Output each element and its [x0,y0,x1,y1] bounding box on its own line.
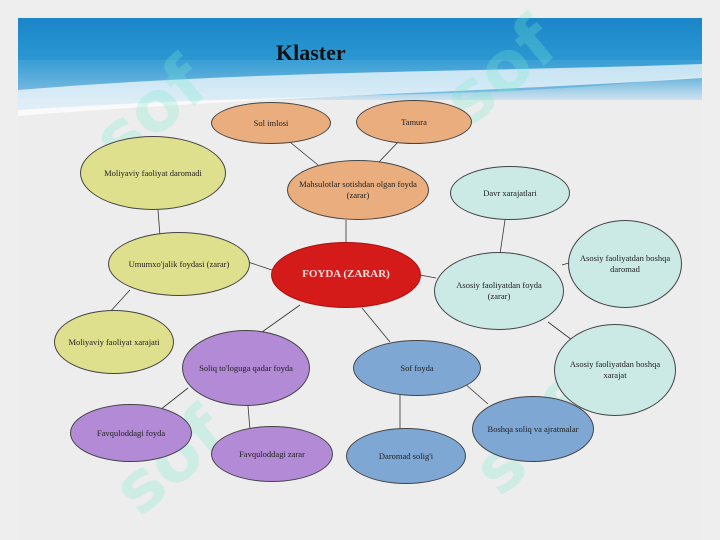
node-asosiy-faoliyatdan-boshqa-xarajat[interactable]: Asosiy faoliyatdan boshqa xarajat [554,324,676,416]
node-davr-xarajatlari[interactable]: Davr xarajatlari [450,166,570,220]
node-label: Davr xarajatlari [483,187,537,198]
edge-n2-n4 [377,139,401,164]
node-label: Favquloddagi foyda [96,427,166,438]
edge-n7-n11 [261,304,301,333]
node-label: Asosiy faoliyatdan boshqa xarajat [569,359,661,380]
edge-n7-n8 [419,274,437,279]
node-asosiy-faoliyatdan-foyda[interactable]: Asosiy faoliyatdan foyda (zarar) [434,252,564,330]
node-mahsulotlar-sotishdan-foyda[interactable]: Mahsulotlar sotishdan olgan foyda (zarar… [287,160,429,220]
node-label: Boshqa soliq va ajratmalar [487,423,579,434]
node-label: Favquloddagi zarar [239,448,305,459]
node-label: Asosiy faoliyatdan boshqa daromad [579,253,671,274]
node-foyda-zarar[interactable]: FOYDA (ZARAR) [271,242,421,308]
node-label: Sol imlosi [253,117,289,128]
edge-n8-n13 [547,321,573,341]
node-tamura[interactable]: Tamura [356,100,472,144]
node-label: Moliyaviy faoliyat xarajati [68,336,160,347]
node-favquloddagi-foyda[interactable]: Favquloddagi foyda [70,404,192,462]
slide-title: Klaster [276,40,346,65]
node-label: FOYDA (ZARAR) [302,268,390,281]
node-soliq-tologuga-qadar-foyda[interactable]: Soliq to'loguga qadar foyda [182,330,310,406]
node-favquloddagi-zarar[interactable]: Favquloddagi zarar [211,426,333,482]
node-label: Sof foyda [400,362,434,373]
node-asosiy-faoliyatdan-boshqa-daromad[interactable]: Asosiy faoliyatdan boshqa daromad [568,220,682,308]
node-label: Moliyaviy faoliyat daromadi [104,167,202,178]
node-daromad-soligi[interactable]: Daromad solig'i [346,428,466,484]
edge-n11-n14 [159,387,189,411]
node-moliyaviy-faoliyat-xarajati[interactable]: Moliyaviy faoliyat xarajati [54,310,174,374]
edge-n5-n8 [499,219,506,255]
node-label: Soliq to'loguga qadar foyda [199,362,293,373]
node-sof-foyda[interactable]: Sof foyda [353,340,481,396]
node-label: Asosiy faoliyatdan foyda (zarar) [456,280,542,301]
node-boshqa-soliq-va-ajratmalar[interactable]: Boshqa soliq va ajratmalar [472,396,594,462]
edge-n11-n15 [247,405,251,431]
node-label: Daromad solig'i [378,450,434,461]
edge-n6-n7 [247,261,273,271]
node-label: Mahsulotlar sotishdan olgan foyda (zarar… [299,179,417,200]
node-sof-imlosi[interactable]: Sol imlosi [211,102,331,144]
node-label: Umumxo'jalik foydasi (zarar) [128,258,230,269]
node-moliyaviy-faoliyat-daromadi[interactable]: Moliyaviy faoliyat daromadi [80,136,226,210]
edge-n7-n12 [361,307,391,343]
node-umumxojalik-foydasi[interactable]: Umumxo'jalik foydasi (zarar) [108,232,250,296]
edge-n12-n16 [463,382,489,405]
edge-n3-n6 [157,209,161,237]
header-wave [18,60,702,116]
node-label: Tamura [401,116,427,127]
